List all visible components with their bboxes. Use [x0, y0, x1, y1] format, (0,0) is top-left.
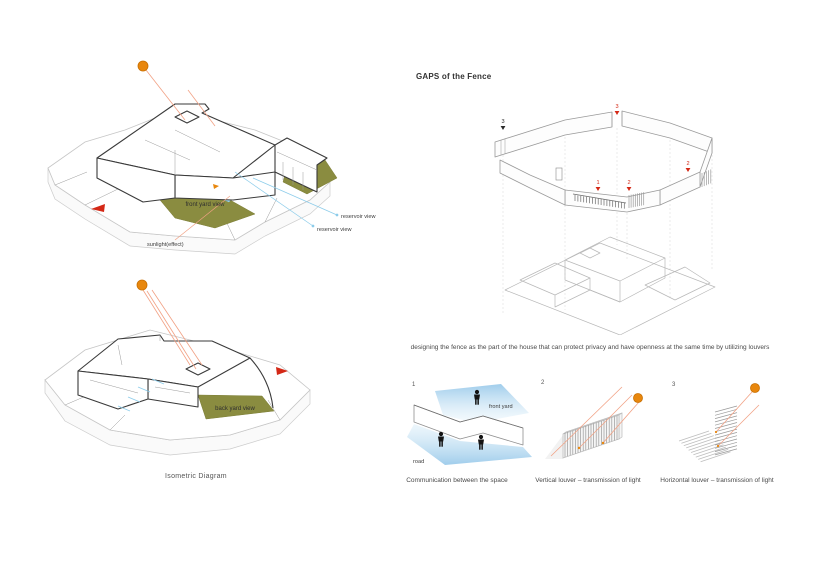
house-pavilion — [274, 137, 328, 193]
view-direction-arrow-icon — [91, 204, 105, 212]
front-yard-light-plane — [435, 384, 529, 423]
sunlight-leader — [174, 195, 231, 241]
view-direction-arrow-icon — [276, 367, 288, 375]
pavilion-openings — [276, 151, 318, 190]
sun-rays — [715, 391, 760, 447]
light-dot-1 — [577, 446, 581, 450]
front-yard-label: front yard — [489, 404, 513, 410]
fence-description: designing the fence as the part of the h… — [410, 344, 770, 351]
fence-door — [555, 167, 563, 181]
marker-1-arrow-icon — [595, 187, 601, 191]
horizontal-louver-diagram: 3 — [672, 382, 760, 463]
sun-icon — [136, 279, 148, 291]
sunlight-effect-label: sunlight(effect) — [147, 242, 184, 248]
road-light-plane — [407, 424, 532, 465]
skylight — [185, 362, 211, 376]
right2-louver-hatch — [701, 169, 712, 187]
caption-communication: Communication between the space — [406, 477, 508, 484]
marker-3-black-arrow-icon — [500, 126, 506, 130]
front-louver-hatch — [574, 195, 625, 209]
caption-vertical-louver: Vertical louver – transmission of light — [535, 477, 641, 484]
sun-icon — [750, 383, 760, 393]
isometric-diagram-caption: Isometric Diagram — [165, 473, 227, 480]
projection-lines — [502, 128, 713, 315]
communication-diagram: 1 front yard road — [407, 382, 532, 465]
fence-sweep-edge — [249, 357, 274, 409]
marker-3-red-arrow-icon — [614, 111, 620, 115]
louver-end-face — [618, 412, 623, 440]
fence-band-back-left — [494, 111, 613, 158]
marker-2-mid: 2 — [627, 180, 630, 186]
reservoir-view-label-1: reservoir view — [341, 214, 376, 220]
sun-rays — [145, 69, 216, 127]
fence-band-left-connector — [499, 159, 566, 206]
diagram-number: 1 — [412, 382, 416, 388]
back-yard-view-label: back yard view — [215, 406, 255, 412]
wireframe-house — [504, 236, 716, 335]
marker-2-mid-arrow-icon — [626, 187, 632, 191]
isometric-top-diagram: front yard view reservoir view reservoir… — [47, 60, 376, 255]
wall-detail-lines — [89, 335, 191, 394]
water-flow-arrow-icon — [213, 184, 219, 189]
marker-2-right: 2 — [686, 161, 689, 167]
isometric-bottom-diagram: back yard view — [44, 279, 311, 456]
vertical-louver-diagram: 2 — [541, 380, 643, 459]
gap-post-top — [611, 111, 623, 127]
fence-ring — [494, 110, 713, 213]
back-yard-area — [197, 394, 275, 420]
diagram-number: 2 — [541, 380, 545, 386]
gap2-louver-hatch — [628, 192, 645, 208]
sun-rays — [550, 386, 640, 457]
gap-markers: 3 3 2 1 2 — [500, 104, 691, 191]
fence-band-step — [659, 171, 701, 206]
marker-1: 1 — [596, 180, 599, 186]
reservoir-leaders — [234, 171, 339, 228]
front-yard-view-label: front yard view — [185, 202, 225, 208]
sun-icon — [137, 60, 149, 72]
view-arrows — [117, 378, 165, 412]
skylight — [174, 110, 200, 124]
site-facet-lines — [54, 171, 278, 241]
ground-shade — [545, 435, 563, 459]
fence-band-back-right — [621, 110, 713, 154]
marker-3-black: 3 — [501, 119, 504, 125]
fence-gaps-diagram: 3 3 2 1 2 — [494, 104, 716, 335]
fence-wall-top-edge — [413, 404, 524, 429]
road-label: road — [413, 459, 424, 465]
light-dot-2 — [601, 441, 605, 445]
ground-shadow-hatch — [678, 430, 731, 463]
front-louver-top-edge — [572, 193, 627, 204]
light-dot-2 — [716, 444, 720, 448]
section-title: GAPS of the Fence — [416, 72, 492, 81]
caption-horizontal-louver: Horizontal louver – transmission of ligh… — [660, 477, 774, 484]
sun-rays — [142, 289, 203, 370]
house-left-wall — [77, 370, 149, 410]
house-left-wall — [96, 157, 176, 203]
light-dot-1 — [714, 430, 718, 434]
roof-detail-lines — [144, 129, 221, 175]
diagram-number: 3 — [672, 382, 676, 388]
reservoir-view-label-2: reservoir view — [317, 227, 352, 233]
marker-2-right-arrow-icon — [685, 168, 691, 172]
marker-3-red: 3 — [615, 104, 618, 110]
gap-post-left — [500, 139, 506, 155]
horizontal-slats-hatch — [714, 405, 738, 456]
sun-icon — [633, 393, 643, 403]
